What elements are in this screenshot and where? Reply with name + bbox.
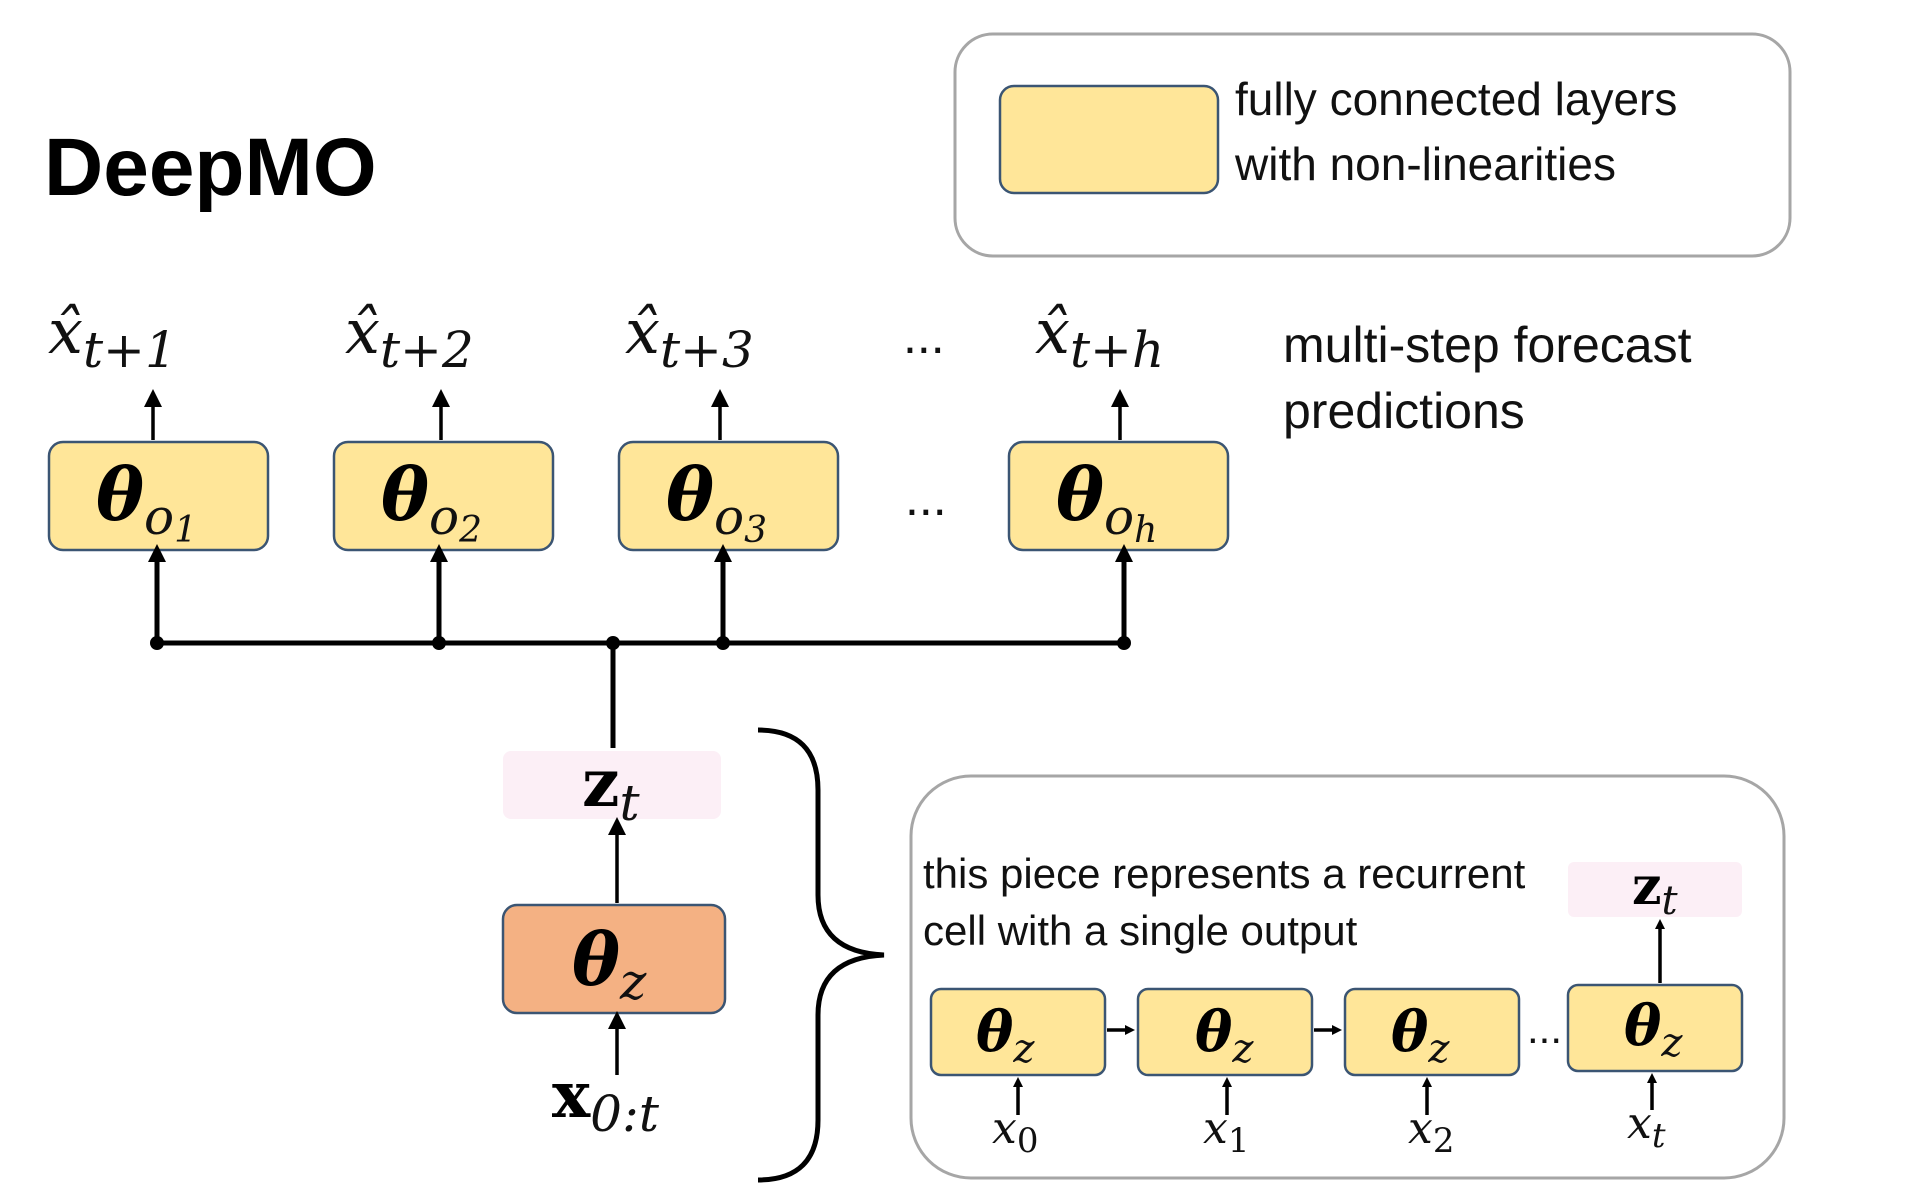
curly-brace bbox=[757, 727, 885, 1183]
head-label-h: θoh bbox=[1056, 452, 1157, 551]
encoder-label: θz bbox=[572, 917, 647, 1011]
broadcast-bus bbox=[148, 544, 1133, 748]
inset-panel bbox=[909, 774, 1786, 1180]
output-heads: θo1 θo2 θo3 ... θoh bbox=[47, 440, 1230, 552]
inset-input-label-t: xt bbox=[1627, 1098, 1666, 1156]
inset-cell-2 bbox=[1343, 987, 1521, 1077]
bus-node-3 bbox=[716, 636, 730, 650]
bus-node-stem bbox=[606, 636, 620, 650]
inset-ellipsis: ... bbox=[1527, 1005, 1562, 1052]
legend-line-1: fully connected layers bbox=[1235, 73, 1677, 125]
head-ellipsis: ... bbox=[905, 470, 947, 526]
legend-swatch bbox=[998, 84, 1220, 195]
output-caption-line-2: predictions bbox=[1283, 383, 1525, 439]
inset-input-label-0: x0 bbox=[992, 1103, 1038, 1161]
inset-state-label: zt bbox=[1632, 856, 1679, 924]
encoder: θz bbox=[501, 903, 727, 1015]
inset-cell-label-t: θz bbox=[1624, 993, 1683, 1066]
inset-text-line-2: cell with a single output bbox=[923, 907, 1358, 954]
diagram-title: DeepMO bbox=[44, 122, 377, 213]
output-caption-line-1: multi-step forecast bbox=[1283, 317, 1692, 373]
latent-state: zt bbox=[503, 744, 721, 832]
inset-cell-label-0: θz bbox=[976, 999, 1035, 1072]
legend-line-2: with non-linearities bbox=[1234, 138, 1616, 190]
head-label-1: θo1 bbox=[96, 452, 197, 551]
inset-cell-t bbox=[1566, 983, 1744, 1073]
output-label-1: x̂t+1 bbox=[48, 295, 177, 379]
state-label: zt bbox=[582, 744, 640, 832]
inset-cell-1 bbox=[1136, 987, 1314, 1077]
output-ellipsis: ... bbox=[903, 308, 945, 364]
inset-text-line-1: this piece represents a recurrent bbox=[923, 850, 1526, 897]
head-to-output-arrows bbox=[144, 389, 1129, 440]
inset-input-label-1: x1 bbox=[1203, 1103, 1249, 1161]
head-label-2: θo2 bbox=[381, 452, 482, 551]
output-predictions: x̂t+1 x̂t+2 x̂t+3 ... x̂t+h multi-step f… bbox=[48, 295, 1692, 439]
bus-node-2 bbox=[432, 636, 446, 650]
output-label-h: x̂t+h bbox=[1035, 295, 1164, 379]
inset-cell-label-1: θz bbox=[1195, 999, 1254, 1072]
inset-cell-0 bbox=[929, 987, 1107, 1077]
output-label-2: x̂t+2 bbox=[345, 295, 474, 379]
legend: fully connected layers with non-linearit… bbox=[953, 32, 1792, 258]
inset-cell-label-2: θz bbox=[1391, 999, 1450, 1072]
bus-node-h bbox=[1117, 636, 1131, 650]
head-label-3: θo3 bbox=[666, 452, 767, 551]
inset-state-box bbox=[1568, 862, 1742, 917]
input-label: x0:t bbox=[552, 1058, 660, 1143]
output-label-3: x̂t+3 bbox=[625, 295, 754, 379]
state-box bbox=[503, 751, 721, 819]
recurrent-inset: this piece represents a recurrent cell w… bbox=[909, 774, 1786, 1180]
inset-input-label-2: x2 bbox=[1408, 1103, 1454, 1161]
bus-node-1 bbox=[150, 636, 164, 650]
